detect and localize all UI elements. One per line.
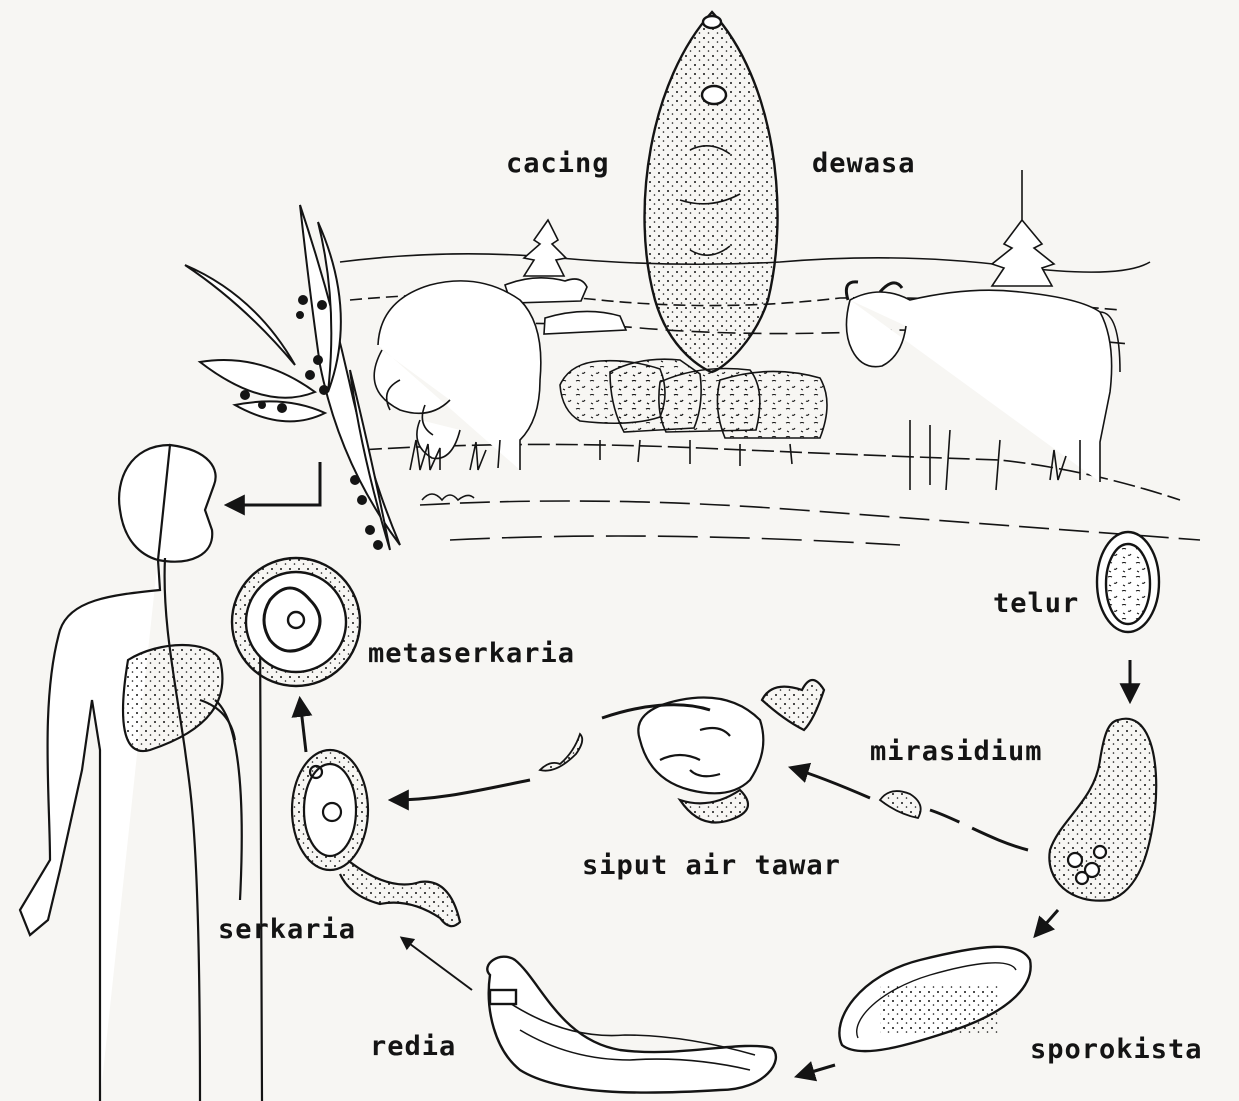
sporocyst xyxy=(839,947,1030,1051)
arrow-to-metacercaria xyxy=(300,700,306,752)
label-serkaria: serkaria xyxy=(218,916,356,943)
label-siput-air-tawar: siput air tawar xyxy=(582,852,841,879)
egg xyxy=(1097,532,1159,632)
human-host xyxy=(20,445,262,1101)
adult-fluke xyxy=(645,12,778,372)
redia xyxy=(487,957,776,1093)
metacercaria-cyst xyxy=(232,558,360,686)
free-cercaria xyxy=(540,734,582,771)
label-metaserkaria: metaserkaria xyxy=(368,640,575,667)
water-plant xyxy=(185,205,400,550)
label-redia: redia xyxy=(370,1033,456,1060)
label-telur: telur xyxy=(993,590,1079,617)
miracidium xyxy=(880,791,921,818)
label-sporokista: sporokista xyxy=(1030,1036,1203,1063)
label-dewasa: dewasa xyxy=(812,150,916,177)
label-mirasidium: mirasidium xyxy=(870,738,1043,765)
cercaria xyxy=(292,750,460,926)
ingestion-arrow xyxy=(228,462,320,505)
snail-host xyxy=(638,680,824,823)
penetrating-miracidium xyxy=(1049,719,1156,901)
label-cacing: cacing xyxy=(506,150,610,177)
